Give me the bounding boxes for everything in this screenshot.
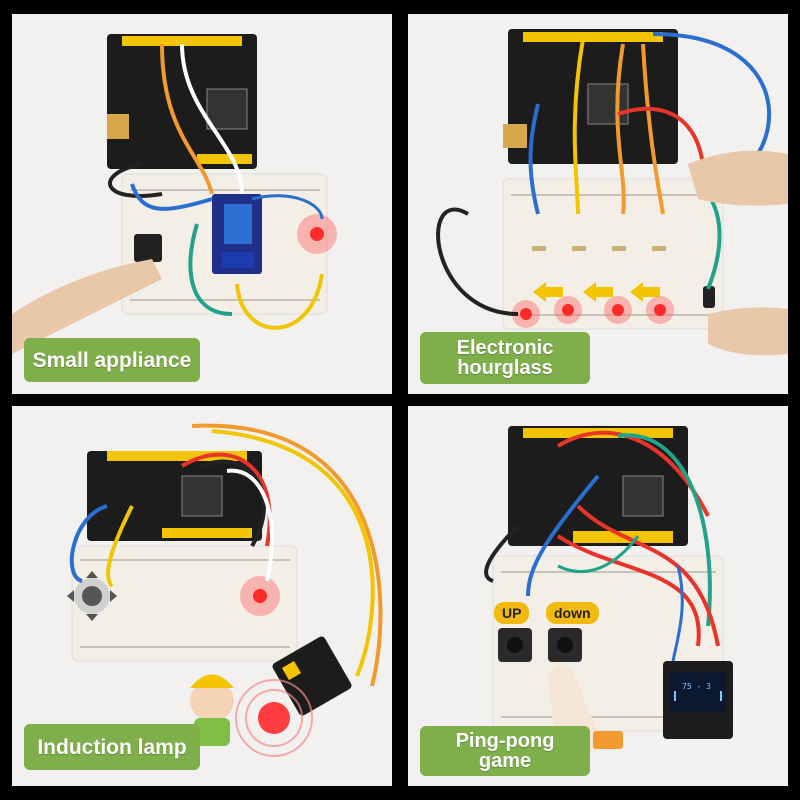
caption-line-2: game xyxy=(478,750,532,772)
caption-electronic-hourglass: Electronic hourglass xyxy=(420,332,590,384)
lamp-glow xyxy=(258,702,290,734)
hourglass-scene xyxy=(436,29,788,356)
hand xyxy=(688,150,788,206)
down-button-label: down xyxy=(546,602,599,624)
small-appliance-scene xyxy=(12,34,337,354)
induction-lamp-scene xyxy=(67,423,383,757)
finger xyxy=(12,259,162,354)
panel-electronic-hourglass: Electronic hourglass xyxy=(408,14,788,394)
led-red xyxy=(310,227,324,241)
panel-ping-pong-game: UP down 75 - 3 Ping-pong game xyxy=(408,406,788,786)
arrow-indicators xyxy=(533,282,660,302)
oled-score: 75 - 3 xyxy=(682,682,711,691)
controller-board xyxy=(87,451,262,541)
kid-character xyxy=(190,674,234,746)
led-row xyxy=(512,296,674,328)
resistor-row xyxy=(532,246,666,251)
led-red xyxy=(253,589,267,603)
ping-pong-scene xyxy=(484,426,733,766)
up-button-label: UP xyxy=(494,602,530,624)
caption-line-2: hourglass xyxy=(457,357,553,379)
caption-small-appliance: Small appliance xyxy=(24,338,200,382)
tilt-sensor xyxy=(703,286,715,308)
panel-induction-lamp: Induction lamp xyxy=(12,406,392,786)
push-button xyxy=(134,234,162,262)
caption-ping-pong-game: Ping-pong game xyxy=(420,726,590,776)
breadboard xyxy=(71,545,298,662)
panel-small-appliance: Small appliance xyxy=(12,14,392,394)
caption-line-1: Ping-pong xyxy=(455,730,555,752)
caption-line-1: Electronic xyxy=(456,337,554,359)
caption-induction-lamp: Induction lamp xyxy=(24,724,200,770)
